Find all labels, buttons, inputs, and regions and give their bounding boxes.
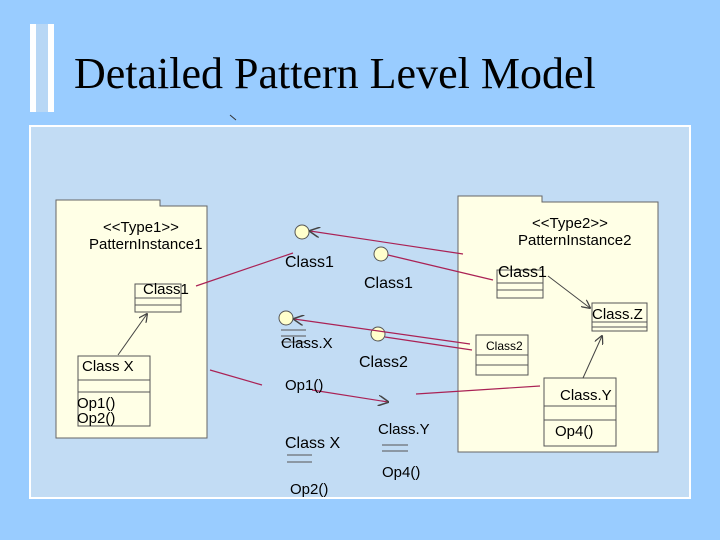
title-bar-inner	[36, 24, 48, 112]
interface-circle-classx	[278, 310, 294, 326]
left-package-name: PatternInstance1	[89, 236, 203, 253]
right-class1-label: Class1	[498, 264, 547, 281]
link-classy	[415, 385, 541, 395]
left-classx-label: Class X	[82, 358, 134, 375]
middle-classx-b-label: Class X	[285, 435, 341, 452]
link-class1-b	[387, 254, 494, 281]
right-class2-label: Class2	[486, 339, 523, 353]
left-op1-label: Op1()	[77, 395, 116, 412]
left-op2-label: Op2()	[77, 410, 116, 427]
class-box-right-y	[543, 377, 617, 447]
right-stereotype: <<Type2>>	[532, 215, 608, 232]
right-assoc-arrow-z	[547, 275, 590, 308]
left-inherit-arrow	[117, 314, 147, 356]
class-box-right-z	[591, 302, 648, 332]
link-class2	[384, 336, 473, 351]
page-title: Detailed Pattern Level Model	[74, 49, 596, 98]
middle-class2-label: Class2	[359, 354, 408, 371]
interface-circle-class1-a	[294, 224, 310, 240]
right-classy-label: Class.Y	[560, 387, 612, 404]
stray-mark	[229, 114, 237, 121]
link-class1-a	[310, 231, 464, 255]
right-classz-label: Class.Z	[592, 306, 643, 323]
left-stereotype: <<Type1>>	[103, 219, 179, 236]
class-box-left-bottom	[77, 355, 151, 427]
interface-circle-class1-b	[373, 246, 389, 262]
middle-op1-label: Op1()	[285, 377, 324, 394]
middle-classy-label: Class.Y	[378, 421, 430, 438]
right-op4-label: Op4()	[555, 423, 594, 440]
interface-circle-class2	[370, 326, 386, 342]
middle-class1-a-label: Class1	[285, 254, 334, 271]
link-left-class1	[195, 252, 294, 287]
link-left-classx	[209, 369, 263, 386]
middle-op4-label: Op4()	[382, 464, 421, 481]
right-package-name: PatternInstance2	[518, 232, 632, 249]
left-class1-label: Class1	[143, 281, 189, 298]
middle-op2-label: Op2()	[290, 481, 329, 498]
link-op1	[311, 389, 388, 402]
class-box-right-top	[496, 269, 544, 299]
middle-class1-b-label: Class1	[364, 275, 413, 292]
middle-classx-a-label: Class.X	[281, 335, 333, 352]
right-inherit-arrow-y	[582, 336, 602, 379]
link-classx-a	[294, 319, 471, 345]
